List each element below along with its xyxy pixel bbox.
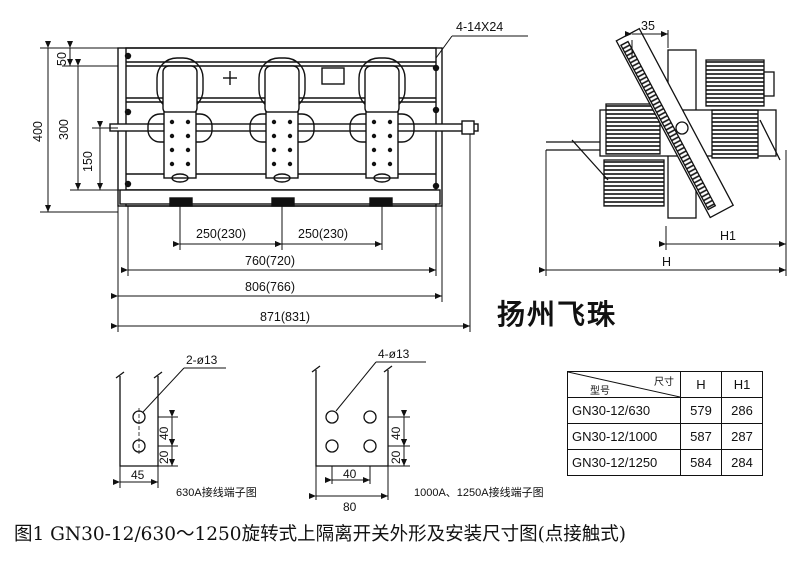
front-dimensions <box>40 35 528 332</box>
table-row: GN30-12/1000 587 287 <box>567 423 763 450</box>
pole-1 <box>147 57 213 183</box>
figure-caption: 图1 GN30-12/630～1250旋转式上隔离开关外形及安装尺寸图(点接触式… <box>14 524 627 545</box>
row-h1: 286 <box>721 397 763 424</box>
header-diagonal <box>568 372 680 397</box>
holes-4-d13: 4-ø13 <box>378 347 410 361</box>
dim-h1: H1 <box>720 229 736 243</box>
row-model: GN30-12/1250 <box>567 449 681 476</box>
dim-630-40: 40 <box>157 426 171 440</box>
dim-1000-80: 80 <box>343 500 357 514</box>
dim-width-806: 806(766) <box>245 280 295 294</box>
header-h1: H1 <box>721 371 763 398</box>
caption-1000a: 1000A、1250A接线端子图 <box>414 485 544 499</box>
terminal-1000a <box>309 361 426 500</box>
spec-header-model-size: 尺寸 型号 <box>567 371 681 398</box>
dim-50: 50 <box>55 52 69 66</box>
row-model: GN30-12/630 <box>567 397 681 424</box>
row-model: GN30-12/1000 <box>567 423 681 450</box>
dim-300: 300 <box>57 119 71 140</box>
dim-1000-40v: 40 <box>389 426 403 440</box>
dim-pitch-1: 250(230) <box>196 227 246 241</box>
front-view <box>40 35 528 332</box>
brand-name: 扬州飞珠 <box>497 298 618 331</box>
table-row: GN30-12/630 579 286 <box>567 397 763 424</box>
dim-630-20: 20 <box>157 450 171 464</box>
side-view <box>539 27 787 276</box>
dim-630-45: 45 <box>131 468 145 482</box>
dim-4-14x24: 4-14X24 <box>456 20 503 34</box>
dim-1000-40h: 40 <box>343 467 357 481</box>
caption-630a: 630A接线端子图 <box>176 485 257 499</box>
row-h1: 284 <box>721 449 763 476</box>
row-h: 584 <box>680 449 722 476</box>
dim-width-871: 871(831) <box>260 310 310 324</box>
header-h: H <box>680 371 722 398</box>
dim-width-760: 760(720) <box>245 254 295 268</box>
pole-3 <box>349 57 415 183</box>
dim-150: 150 <box>81 151 95 172</box>
dim-h: H <box>662 255 671 269</box>
header-size: 尺寸 <box>654 377 674 388</box>
row-h: 587 <box>680 423 722 450</box>
dim-35: 35 <box>641 19 655 33</box>
row-h1: 287 <box>721 423 763 450</box>
holes-2-d13: 2-ø13 <box>186 353 218 367</box>
dim-pitch-2: 250(230) <box>298 227 348 241</box>
spec-table: 尺寸 型号 H H1 GN30-12/630 579 286 GN30-12/1… <box>567 371 763 476</box>
table-row: GN30-12/1250 584 284 <box>567 449 763 476</box>
pole-2 <box>249 57 315 183</box>
row-h: 579 <box>680 397 722 424</box>
dim-400: 400 <box>31 121 45 142</box>
terminal-630a <box>113 367 226 488</box>
dim-1000-20v: 20 <box>389 450 403 464</box>
spec-header-row: 尺寸 型号 H H1 <box>567 371 763 398</box>
header-model: 型号 <box>590 386 610 397</box>
